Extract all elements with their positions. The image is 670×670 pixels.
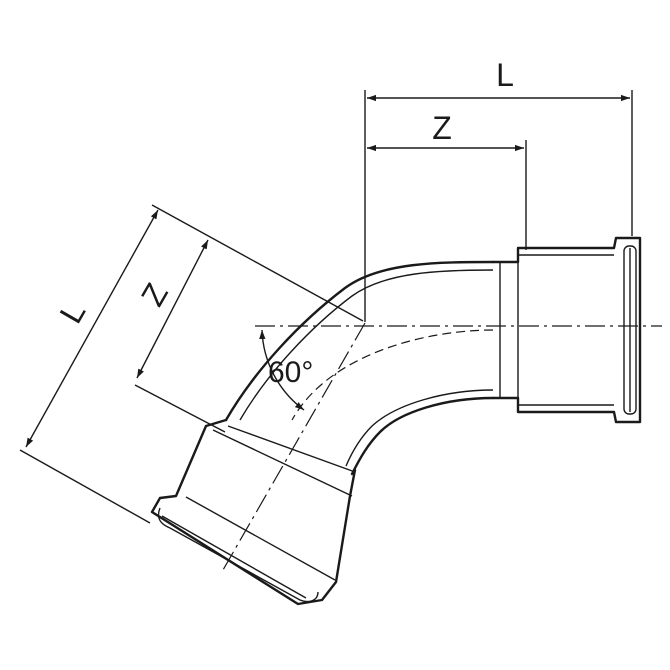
left-socket-inner-1 — [212, 429, 353, 497]
bend-outer-inner-wall — [239, 269, 494, 421]
dim-label-Z-right: Z — [432, 110, 452, 146]
bend-hidden-bore — [291, 329, 494, 421]
dim-label-L-right: L — [496, 57, 514, 93]
bend-outer-wall — [224, 260, 495, 422]
left-socket-outline — [150, 418, 357, 606]
ext-line-left-socket-end — [134, 384, 226, 433]
angled-centerline — [222, 322, 366, 571]
angle-label: 60° — [268, 356, 313, 389]
angle-arc — [259, 329, 305, 411]
right-oring-bead — [623, 245, 637, 415]
angle-annotation: 60° — [259, 329, 313, 411]
right-socket — [491, 236, 642, 424]
right-socket-outline — [491, 236, 642, 424]
centerlines — [222, 322, 662, 571]
right-dimensions: L Z — [364, 57, 633, 322]
bend-inner-inner-wall — [345, 389, 494, 467]
dim-label-L-left: L — [52, 296, 92, 329]
left-socket-inner-2 — [185, 496, 336, 581]
bend-inner-wall — [350, 396, 495, 476]
left-oring-bead — [157, 507, 319, 603]
left-oring-line — [161, 515, 307, 599]
bend-body — [224, 260, 495, 476]
dim-line-Z-left — [136, 239, 209, 379]
left-socket-inner-3 — [227, 425, 356, 473]
dim-label-Z-left: Z — [134, 277, 175, 312]
left-socket — [150, 418, 357, 606]
ext-line-left-vertex — [151, 204, 364, 322]
ext-line-left-pipe-end — [19, 449, 151, 524]
dim-line-L-left — [25, 209, 159, 448]
